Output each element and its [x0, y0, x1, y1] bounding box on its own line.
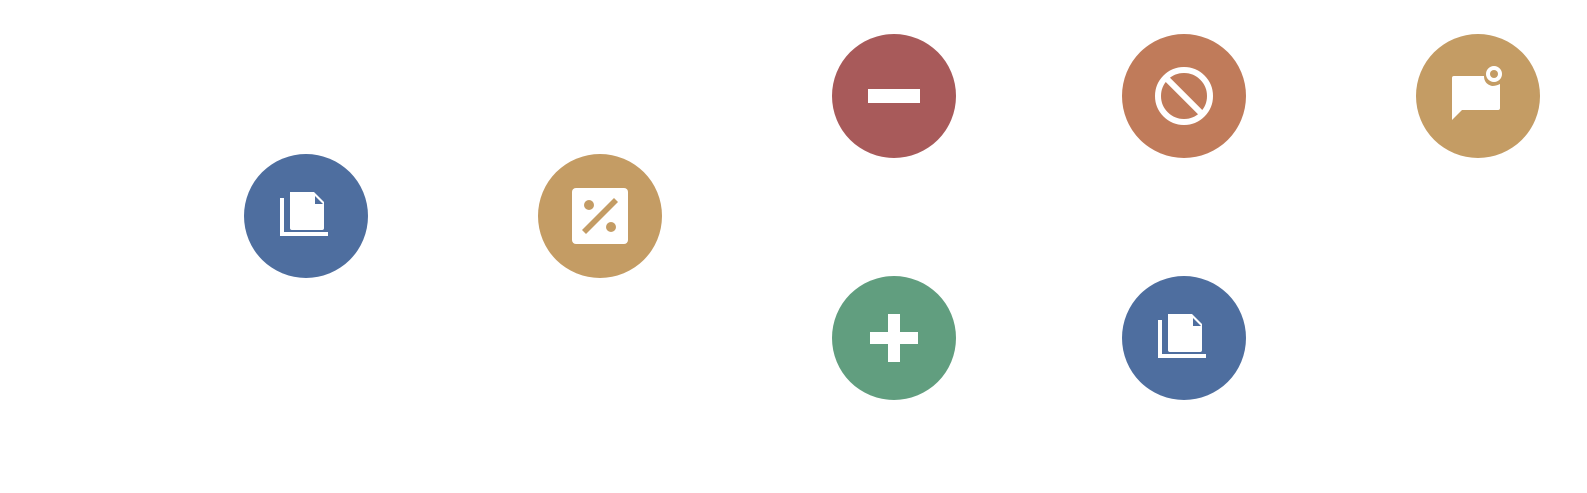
documents-icon — [274, 184, 338, 248]
chat-notification-node[interactable] — [1416, 34, 1540, 158]
discount-tag-icon — [568, 184, 632, 248]
documents-node[interactable] — [244, 154, 368, 278]
remove-node[interactable] — [832, 34, 956, 158]
block-icon — [1152, 64, 1216, 128]
plus-icon — [862, 306, 926, 370]
chat-notification-icon — [1446, 64, 1510, 128]
discount-node[interactable] — [538, 154, 662, 278]
documents-icon — [1152, 306, 1216, 370]
block-node[interactable] — [1122, 34, 1246, 158]
minus-icon — [862, 64, 926, 128]
documents-node[interactable] — [1122, 276, 1246, 400]
add-node[interactable] — [832, 276, 956, 400]
